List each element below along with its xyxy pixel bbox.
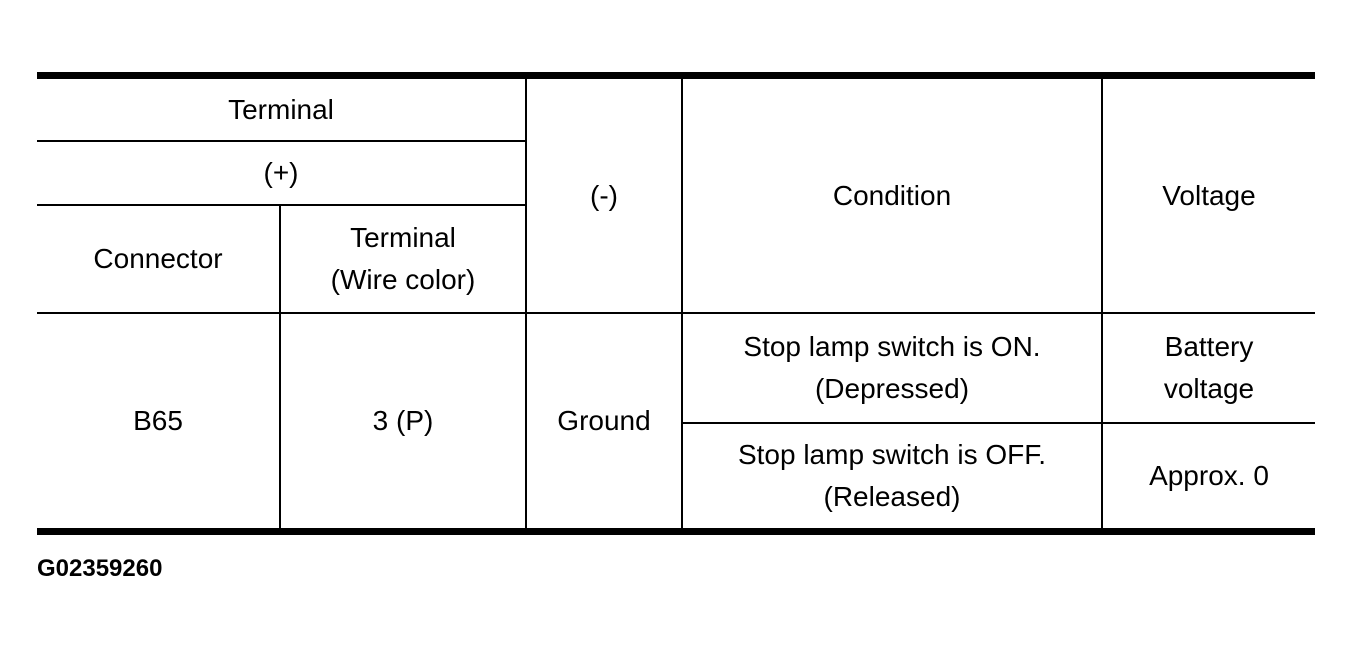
data-row-condition-on: B65 3 (P) Ground Stop lamp switch is ON.… bbox=[36, 312, 1316, 529]
cell-voltage-off: Approx. 0 bbox=[1101, 422, 1316, 529]
header-row-subheader: Connector Terminal (Wire color) bbox=[36, 204, 1315, 314]
header-minus: (-) bbox=[525, 78, 683, 314]
header-terminal-wire-color: Terminal (Wire color) bbox=[279, 204, 527, 314]
header-plus-group: (+) bbox=[36, 140, 527, 206]
header-row-terminal: Terminal (-) Condition Voltage bbox=[36, 78, 1316, 314]
cell-voltage-on: Battery voltage bbox=[1101, 312, 1316, 424]
header-condition: Condition bbox=[681, 78, 1103, 314]
spec-table: Terminal (-) Condition Voltage (+) Conne… bbox=[36, 78, 1316, 529]
header-connector: Connector bbox=[36, 204, 281, 314]
data-row-condition-off: Stop lamp switch is OFF. (Released) Appr… bbox=[37, 422, 1316, 529]
terminal-voltage-table: Terminal (-) Condition Voltage (+) Conne… bbox=[36, 72, 1316, 535]
cell-condition-off: Stop lamp switch is OFF. (Released) bbox=[681, 422, 1103, 529]
cell-minus-ground: Ground bbox=[525, 312, 683, 529]
header-terminal-group: Terminal bbox=[36, 78, 527, 142]
cell-condition-on: Stop lamp switch is ON. (Depressed) bbox=[681, 312, 1103, 424]
figure-id: G02359260 bbox=[37, 555, 163, 582]
cell-connector: B65 bbox=[36, 312, 281, 529]
cell-terminal: 3 (P) bbox=[279, 312, 527, 529]
header-row-plus: (+) bbox=[36, 140, 1315, 206]
header-voltage: Voltage bbox=[1101, 78, 1316, 314]
